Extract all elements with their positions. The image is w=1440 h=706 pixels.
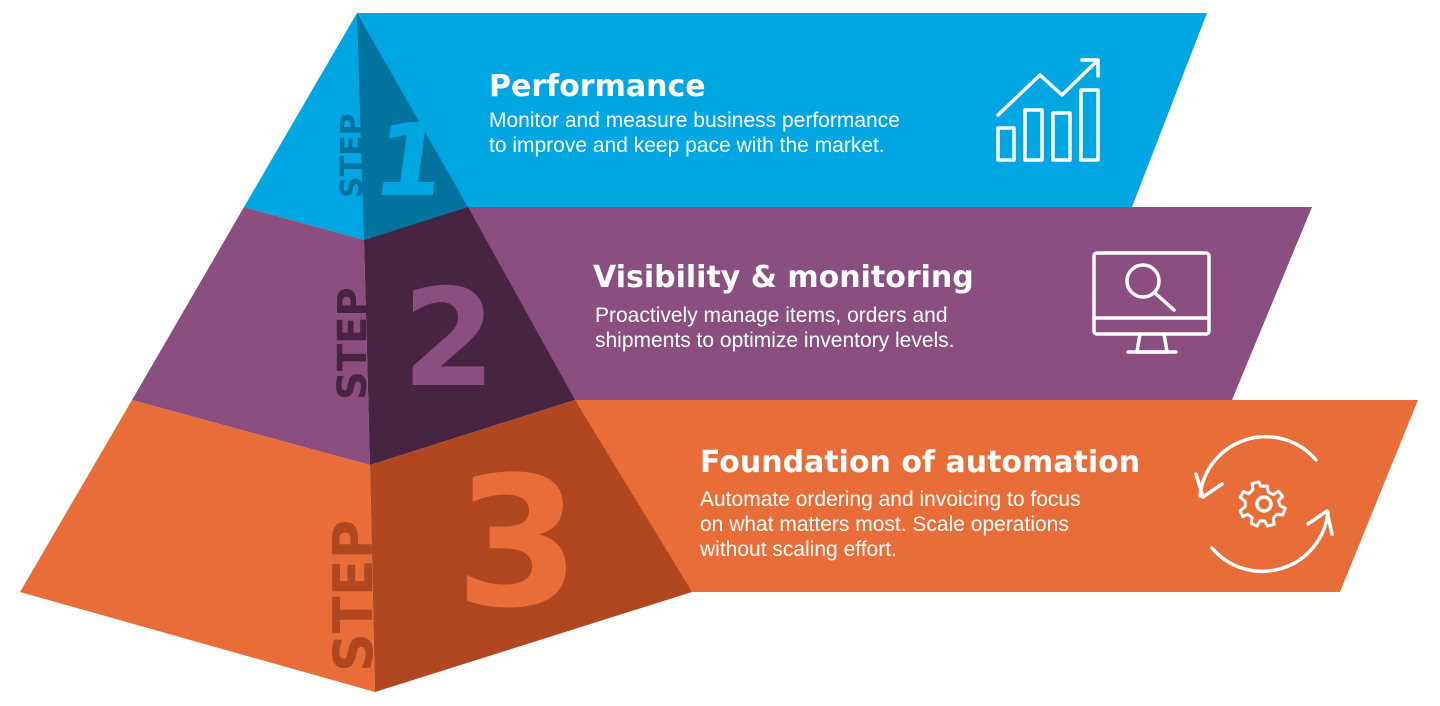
step-3-desc-line-2: on what matters most. Scale operations xyxy=(700,513,1069,536)
step-3-left-face xyxy=(20,400,375,692)
step-2-left-face xyxy=(132,207,370,465)
step-3-group xyxy=(20,400,1418,692)
step-1-desc-line-1: Monitor and measure business performance xyxy=(489,109,900,132)
step-2-desc-line-1: Proactively manage items, orders and xyxy=(595,304,948,327)
step-1-title: Performance xyxy=(489,69,706,104)
step-2-step-word: STEP xyxy=(330,287,376,400)
step-3-desc-line-1: Automate ordering and invoicing to focus xyxy=(700,488,1081,511)
step-2-title: Visibility & monitoring xyxy=(593,260,974,295)
step-1-desc-line-2: to improve and keep pace with the market… xyxy=(489,134,885,157)
gear-cycle-icon xyxy=(1194,435,1334,573)
bar-chart-growth-icon xyxy=(996,58,1100,162)
step-3-desc-line-3: without scaling effort. xyxy=(699,538,897,561)
step-3-title: Foundation of automation xyxy=(700,445,1140,480)
step-1-group xyxy=(244,13,1207,240)
step-1-left-face xyxy=(244,13,364,240)
step-1-step-word: STEP xyxy=(335,113,370,198)
step-1-banner xyxy=(357,13,1207,238)
step-1-number: 1 xyxy=(367,102,453,218)
step-3-step-word: STEP xyxy=(322,520,385,672)
step-2-group xyxy=(132,207,1312,465)
step-3-banner xyxy=(575,400,1418,592)
step-1-front-face xyxy=(357,13,468,240)
step-3-number: 3 xyxy=(455,439,580,648)
step-2-banner xyxy=(468,207,1312,400)
step-2-front-face xyxy=(364,207,575,465)
monitor-search-icon xyxy=(1092,251,1211,354)
step-2-desc-line-2: shipments to optimize inventory levels. xyxy=(595,329,955,352)
step-2-number: 2 xyxy=(402,260,496,417)
step-3-front-face xyxy=(370,400,692,692)
